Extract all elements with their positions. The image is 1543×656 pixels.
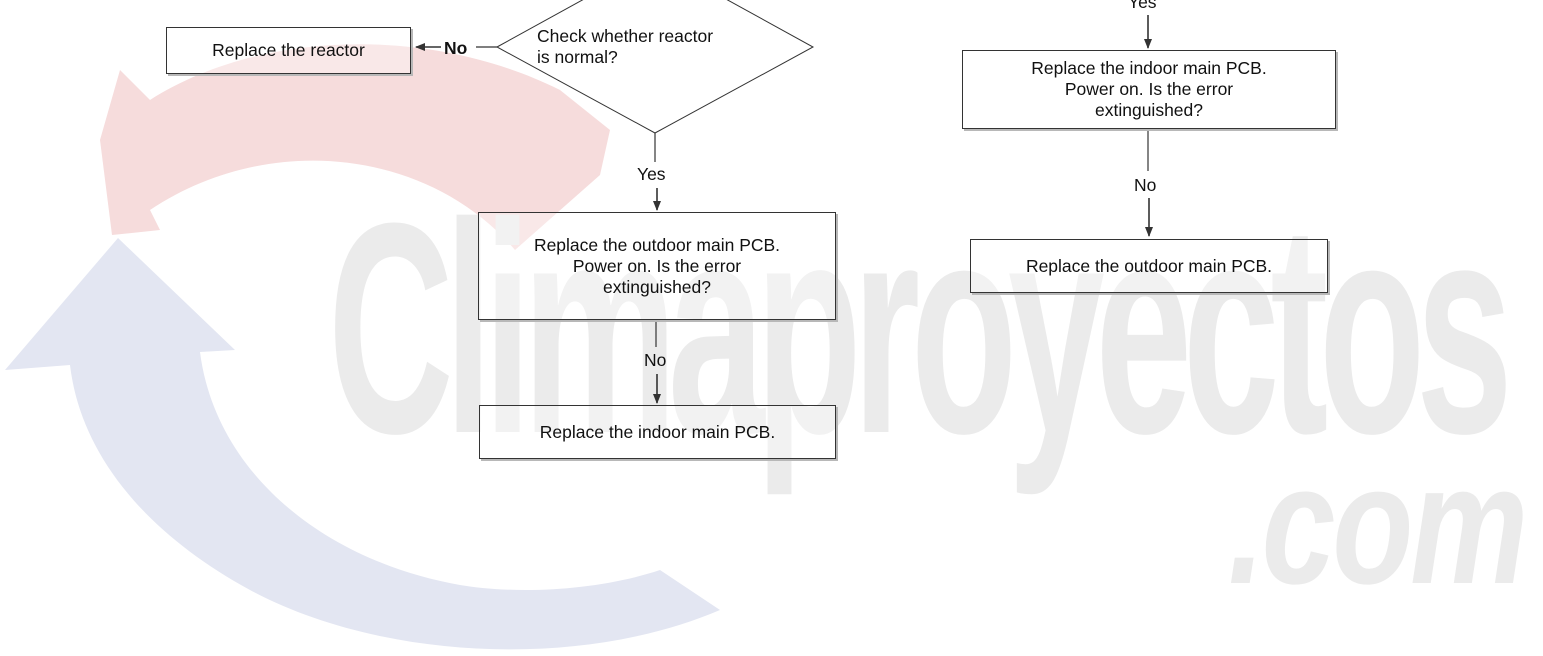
watermark-blue-arrow: [5, 238, 720, 650]
label-yes-reactor: Yes: [637, 164, 666, 184]
replace-reactor-text: Replace the reactor: [212, 40, 365, 60]
label-no-outdoor: No: [644, 350, 667, 370]
decision-diamond: [495, 0, 815, 134]
label-yes-top-right: Yes: [1128, 0, 1157, 12]
watermark-suffix: .com: [1228, 430, 1528, 620]
outdoor-pcb-check-box: Replace the outdoor main PCB. Power on. …: [478, 212, 836, 320]
label-no-indoor: No: [1134, 175, 1157, 195]
indoor-pcb-check-text: Replace the indoor main PCB. Power on. I…: [1031, 58, 1267, 120]
outdoor-pcb-final-box: Replace the outdoor main PCB.: [970, 239, 1328, 293]
decision-reactor-text: Check whether reactor is normal?: [537, 26, 714, 67]
indoor-pcb-final-box: Replace the indoor main PCB.: [479, 405, 836, 459]
outdoor-pcb-final-text: Replace the outdoor main PCB.: [1025, 255, 1273, 276]
label-no-reactor: No: [444, 38, 468, 58]
watermark-red-arrow: [100, 44, 610, 250]
outdoor-pcb-check-text: Replace the outdoor main PCB. Power on. …: [533, 234, 781, 297]
watermark-text: Climaproyectos: [328, 160, 1513, 496]
indoor-pcb-final-text: Replace the indoor main PCB.: [539, 421, 776, 442]
indoor-pcb-check-box: Replace the indoor main PCB. Power on. I…: [962, 50, 1336, 129]
replace-reactor-box: Replace the reactor: [166, 27, 411, 74]
